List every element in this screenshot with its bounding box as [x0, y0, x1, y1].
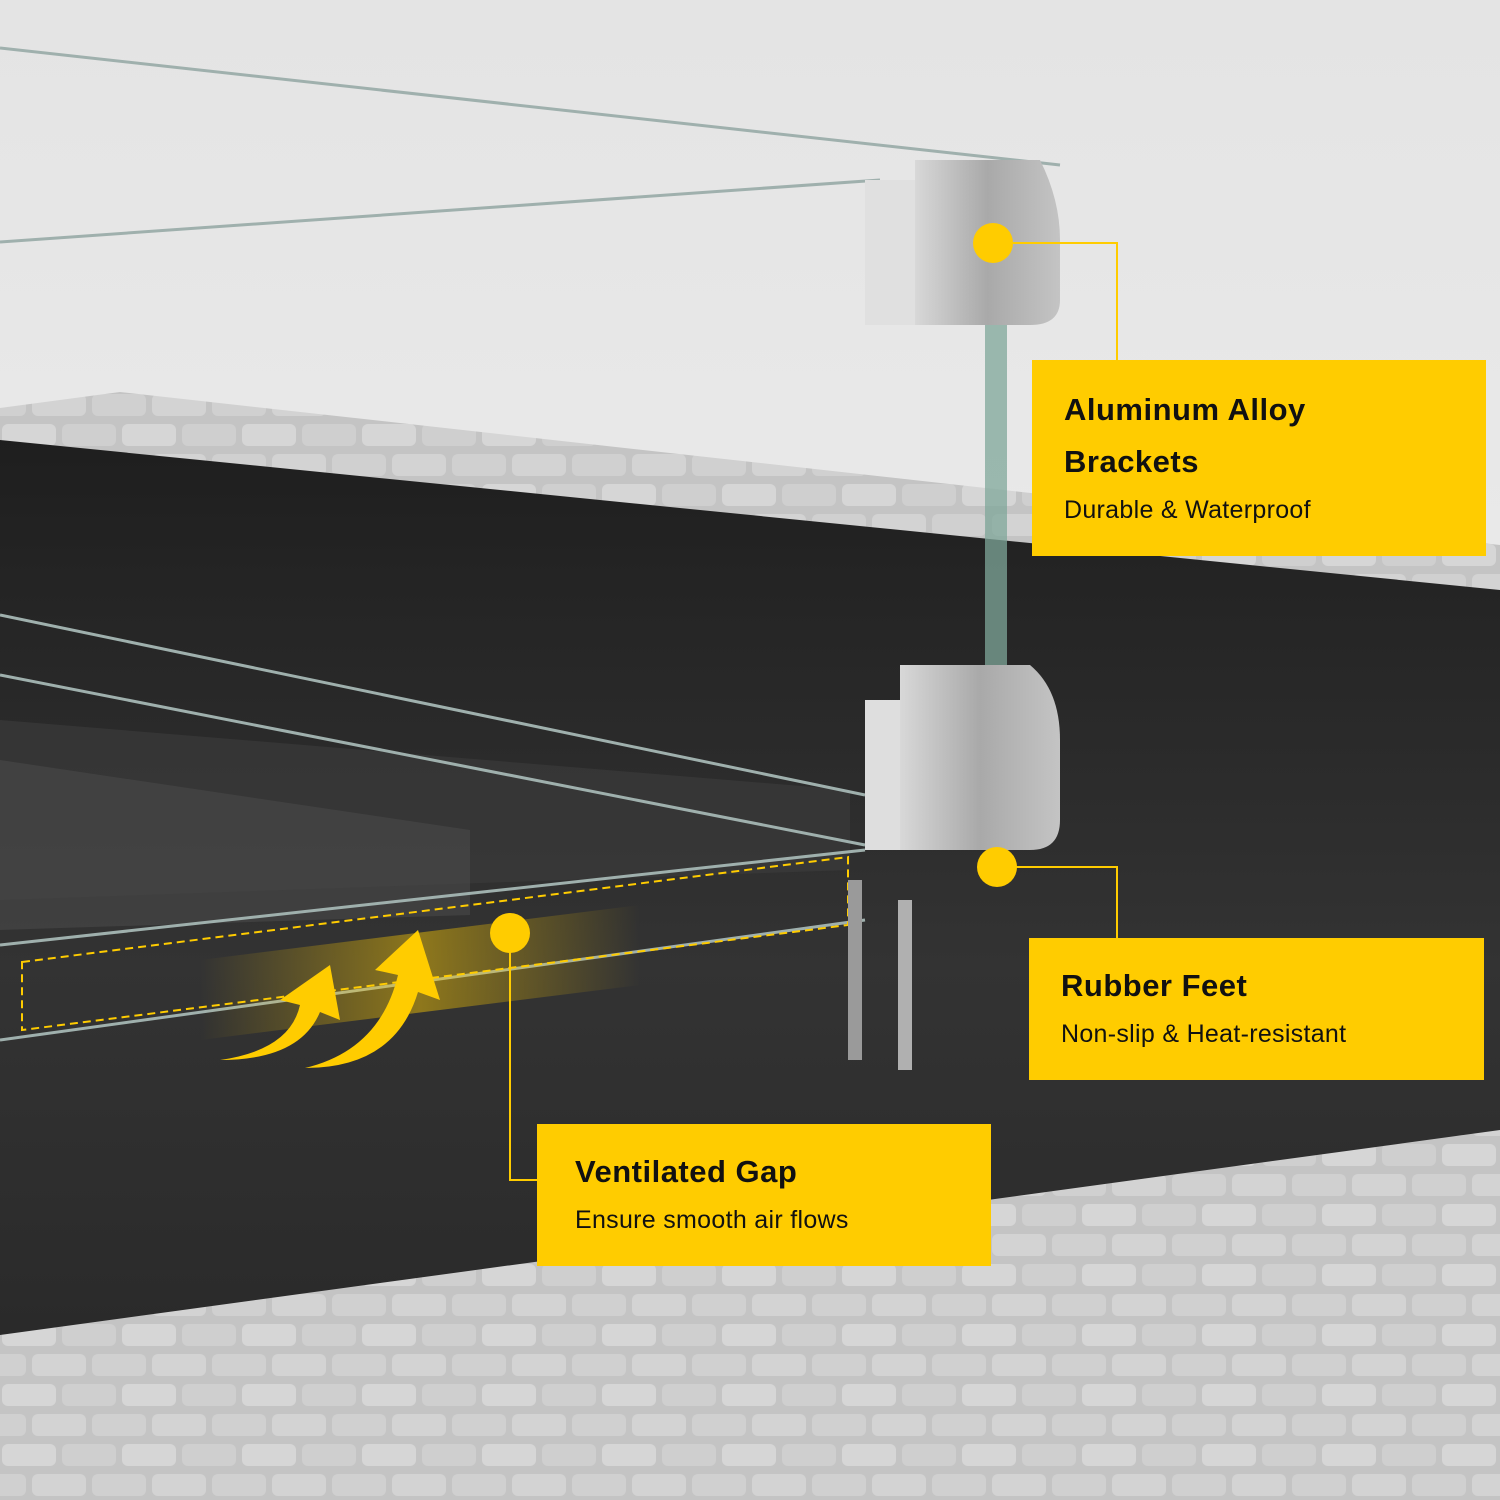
bracket-marker-dot — [973, 223, 1013, 263]
glass-panel-edge — [985, 325, 1007, 690]
callout-leaders — [509, 242, 1118, 1181]
callout-title: Aluminum Alloy Brackets — [1064, 392, 1306, 479]
callout-title: Rubber Feet — [1061, 968, 1248, 1003]
feet-marker-dot — [977, 847, 1017, 887]
gap-marker-dot — [490, 913, 530, 953]
lower-bracket — [865, 665, 1060, 850]
callout-rubber-feet: Rubber Feet Non-slip & Heat-resistant — [1029, 938, 1484, 1080]
callout-subtitle: Durable & Waterproof — [1064, 496, 1311, 524]
callout-title: Ventilated Gap — [575, 1154, 798, 1189]
wicker-base — [0, 1130, 1500, 1500]
callout-ventilated-gap: Ventilated Gap Ensure smooth air flows — [537, 1124, 991, 1266]
callout-aluminum-brackets: Aluminum Alloy Brackets Durable & Waterp… — [1032, 360, 1486, 556]
callout-subtitle: Ensure smooth air flows — [575, 1206, 849, 1234]
callout-subtitle: Non-slip & Heat-resistant — [1061, 1020, 1347, 1048]
airflow-arrows-icon — [220, 930, 440, 1068]
rubber-foot — [848, 880, 862, 1060]
